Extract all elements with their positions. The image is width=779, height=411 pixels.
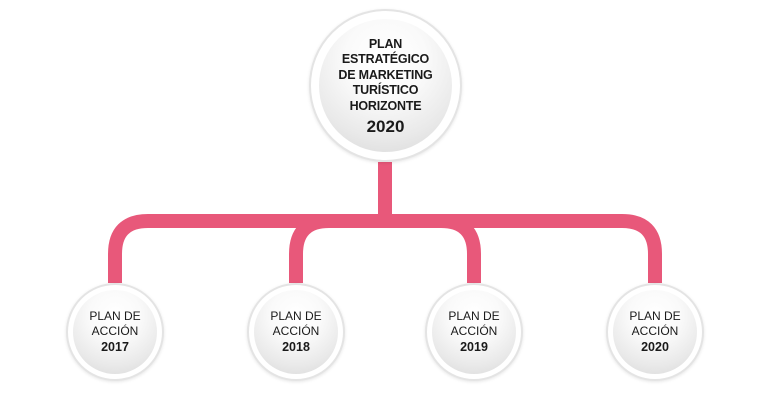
root-title-line: HORIZONTE xyxy=(349,98,422,113)
root-year: 2020 xyxy=(366,117,405,137)
child-title: PLAN DE ACCIÓN xyxy=(448,309,499,339)
child-title-line: PLAN DE xyxy=(270,309,322,323)
root-title-line: PLAN xyxy=(368,36,403,51)
child-title-line: ACCIÓN xyxy=(450,324,498,338)
child-title-line: ACCIÓN xyxy=(91,324,139,338)
child-node-2018: PLAN DE ACCIÓN 2018 xyxy=(247,283,345,381)
child-node-face: PLAN DE ACCIÓN 2020 xyxy=(613,290,697,374)
root-title: PLAN ESTRATÉGICO DE MARKETING TURÍSTICO … xyxy=(338,33,432,115)
child-title-line: PLAN DE xyxy=(89,309,141,323)
child-title: PLAN DE ACCIÓN xyxy=(629,309,680,339)
root-title-line: TURÍSTICO xyxy=(352,83,419,98)
root-title-line: DE MARKETING xyxy=(338,67,433,82)
child-title: PLAN DE ACCIÓN xyxy=(89,309,140,339)
child-node-face: PLAN DE ACCIÓN 2018 xyxy=(254,290,338,374)
child-title-line: PLAN DE xyxy=(448,309,500,323)
root-title-line: ESTRATÉGICO xyxy=(341,52,430,67)
child-node-2017: PLAN DE ACCIÓN 2017 xyxy=(66,283,164,381)
child-node-2020: PLAN DE ACCIÓN 2020 xyxy=(606,283,704,381)
child-node-face: PLAN DE ACCIÓN 2019 xyxy=(432,290,516,374)
child-year: 2019 xyxy=(460,340,488,354)
child-title: PLAN DE ACCIÓN xyxy=(270,309,321,339)
root-node: PLAN ESTRATÉGICO DE MARKETING TURÍSTICO … xyxy=(309,9,462,162)
child-title-line: ACCIÓN xyxy=(631,324,679,338)
child-year: 2020 xyxy=(641,340,669,354)
child-year: 2018 xyxy=(282,340,310,354)
child-year: 2017 xyxy=(101,340,129,354)
child-node-face: PLAN DE ACCIÓN 2017 xyxy=(73,290,157,374)
root-node-face: PLAN ESTRATÉGICO DE MARKETING TURÍSTICO … xyxy=(319,19,452,152)
child-title-line: ACCIÓN xyxy=(272,324,320,338)
child-node-2019: PLAN DE ACCIÓN 2019 xyxy=(425,283,523,381)
child-title-line: PLAN DE xyxy=(629,309,681,323)
connector-outer xyxy=(108,214,662,283)
connector-inner xyxy=(289,214,481,283)
